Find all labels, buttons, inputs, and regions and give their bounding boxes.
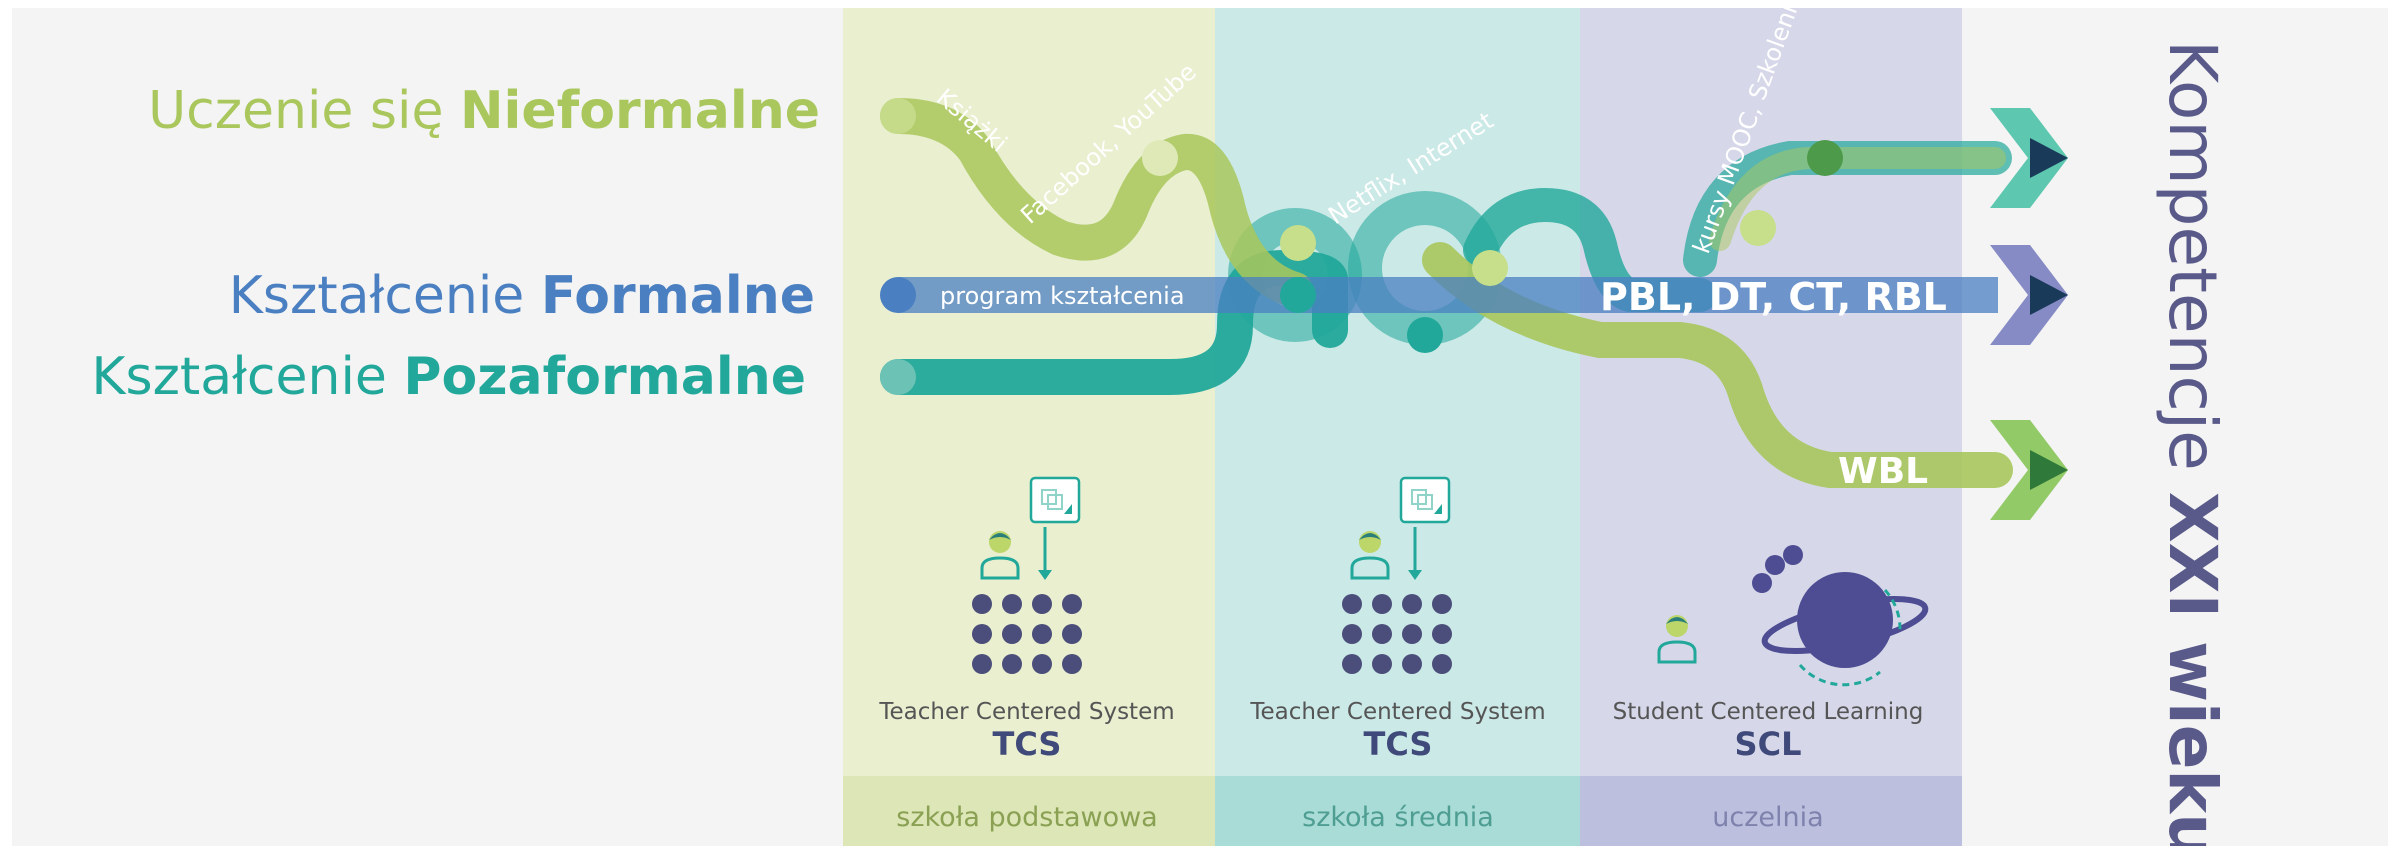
formalne-bar (898, 277, 1998, 313)
system-abbr-secondary: TCS (1364, 725, 1433, 763)
node-dot (1740, 210, 1776, 246)
school-label-primary: szkoła podstawowa (896, 802, 1157, 833)
nieformalne-start-dot (880, 98, 916, 134)
node-dot (1407, 317, 1443, 353)
label-program: program kształcenia (940, 282, 1185, 310)
node-dot (1807, 140, 1843, 176)
outcome-title: Kompetencje XXI wieku (2154, 40, 2231, 846)
node-dot (1472, 250, 1508, 286)
label-pbl: PBL, DT, CT, RBL (1600, 275, 1947, 319)
node-dot (1280, 225, 1316, 261)
column-band-secondary (1215, 8, 1580, 846)
arrow-formalne (1990, 245, 2068, 345)
school-label-university: uczelnia (1712, 802, 1823, 833)
mooc-path (1709, 147, 2006, 251)
system-label-secondary: Teacher Centered System (1249, 699, 1545, 725)
pozaformalne-start-dot (880, 359, 916, 395)
tcs-icon-secondary (1342, 476, 1452, 674)
system-abbr-primary: TCS (993, 725, 1062, 763)
arrow-pozaformalne (1990, 420, 2068, 520)
label-wbl: WBL (1838, 451, 1928, 492)
system-abbr-university: SCL (1735, 725, 1802, 763)
tcs-icon-primary (972, 476, 1082, 674)
node-dot (1142, 140, 1178, 176)
row-title-nieformalne: Uczenie się Nieformalne (148, 81, 820, 141)
nieformalne-path (880, 98, 1313, 308)
arrow-nieformalne (1990, 108, 2068, 208)
school-label-secondary: szkoła średnia (1302, 802, 1494, 833)
formalne-start-dot (880, 277, 916, 313)
row-title-pozaformalne: Kształcenie Pozaformalne (91, 347, 806, 407)
system-label-university: Student Centered Learning (1613, 699, 1924, 725)
node-dot (1280, 277, 1316, 313)
row-title-formalne: Kształcenie Formalne (229, 266, 815, 326)
system-label-primary: Teacher Centered System (878, 699, 1174, 725)
scl-icon (1657, 545, 1929, 687)
